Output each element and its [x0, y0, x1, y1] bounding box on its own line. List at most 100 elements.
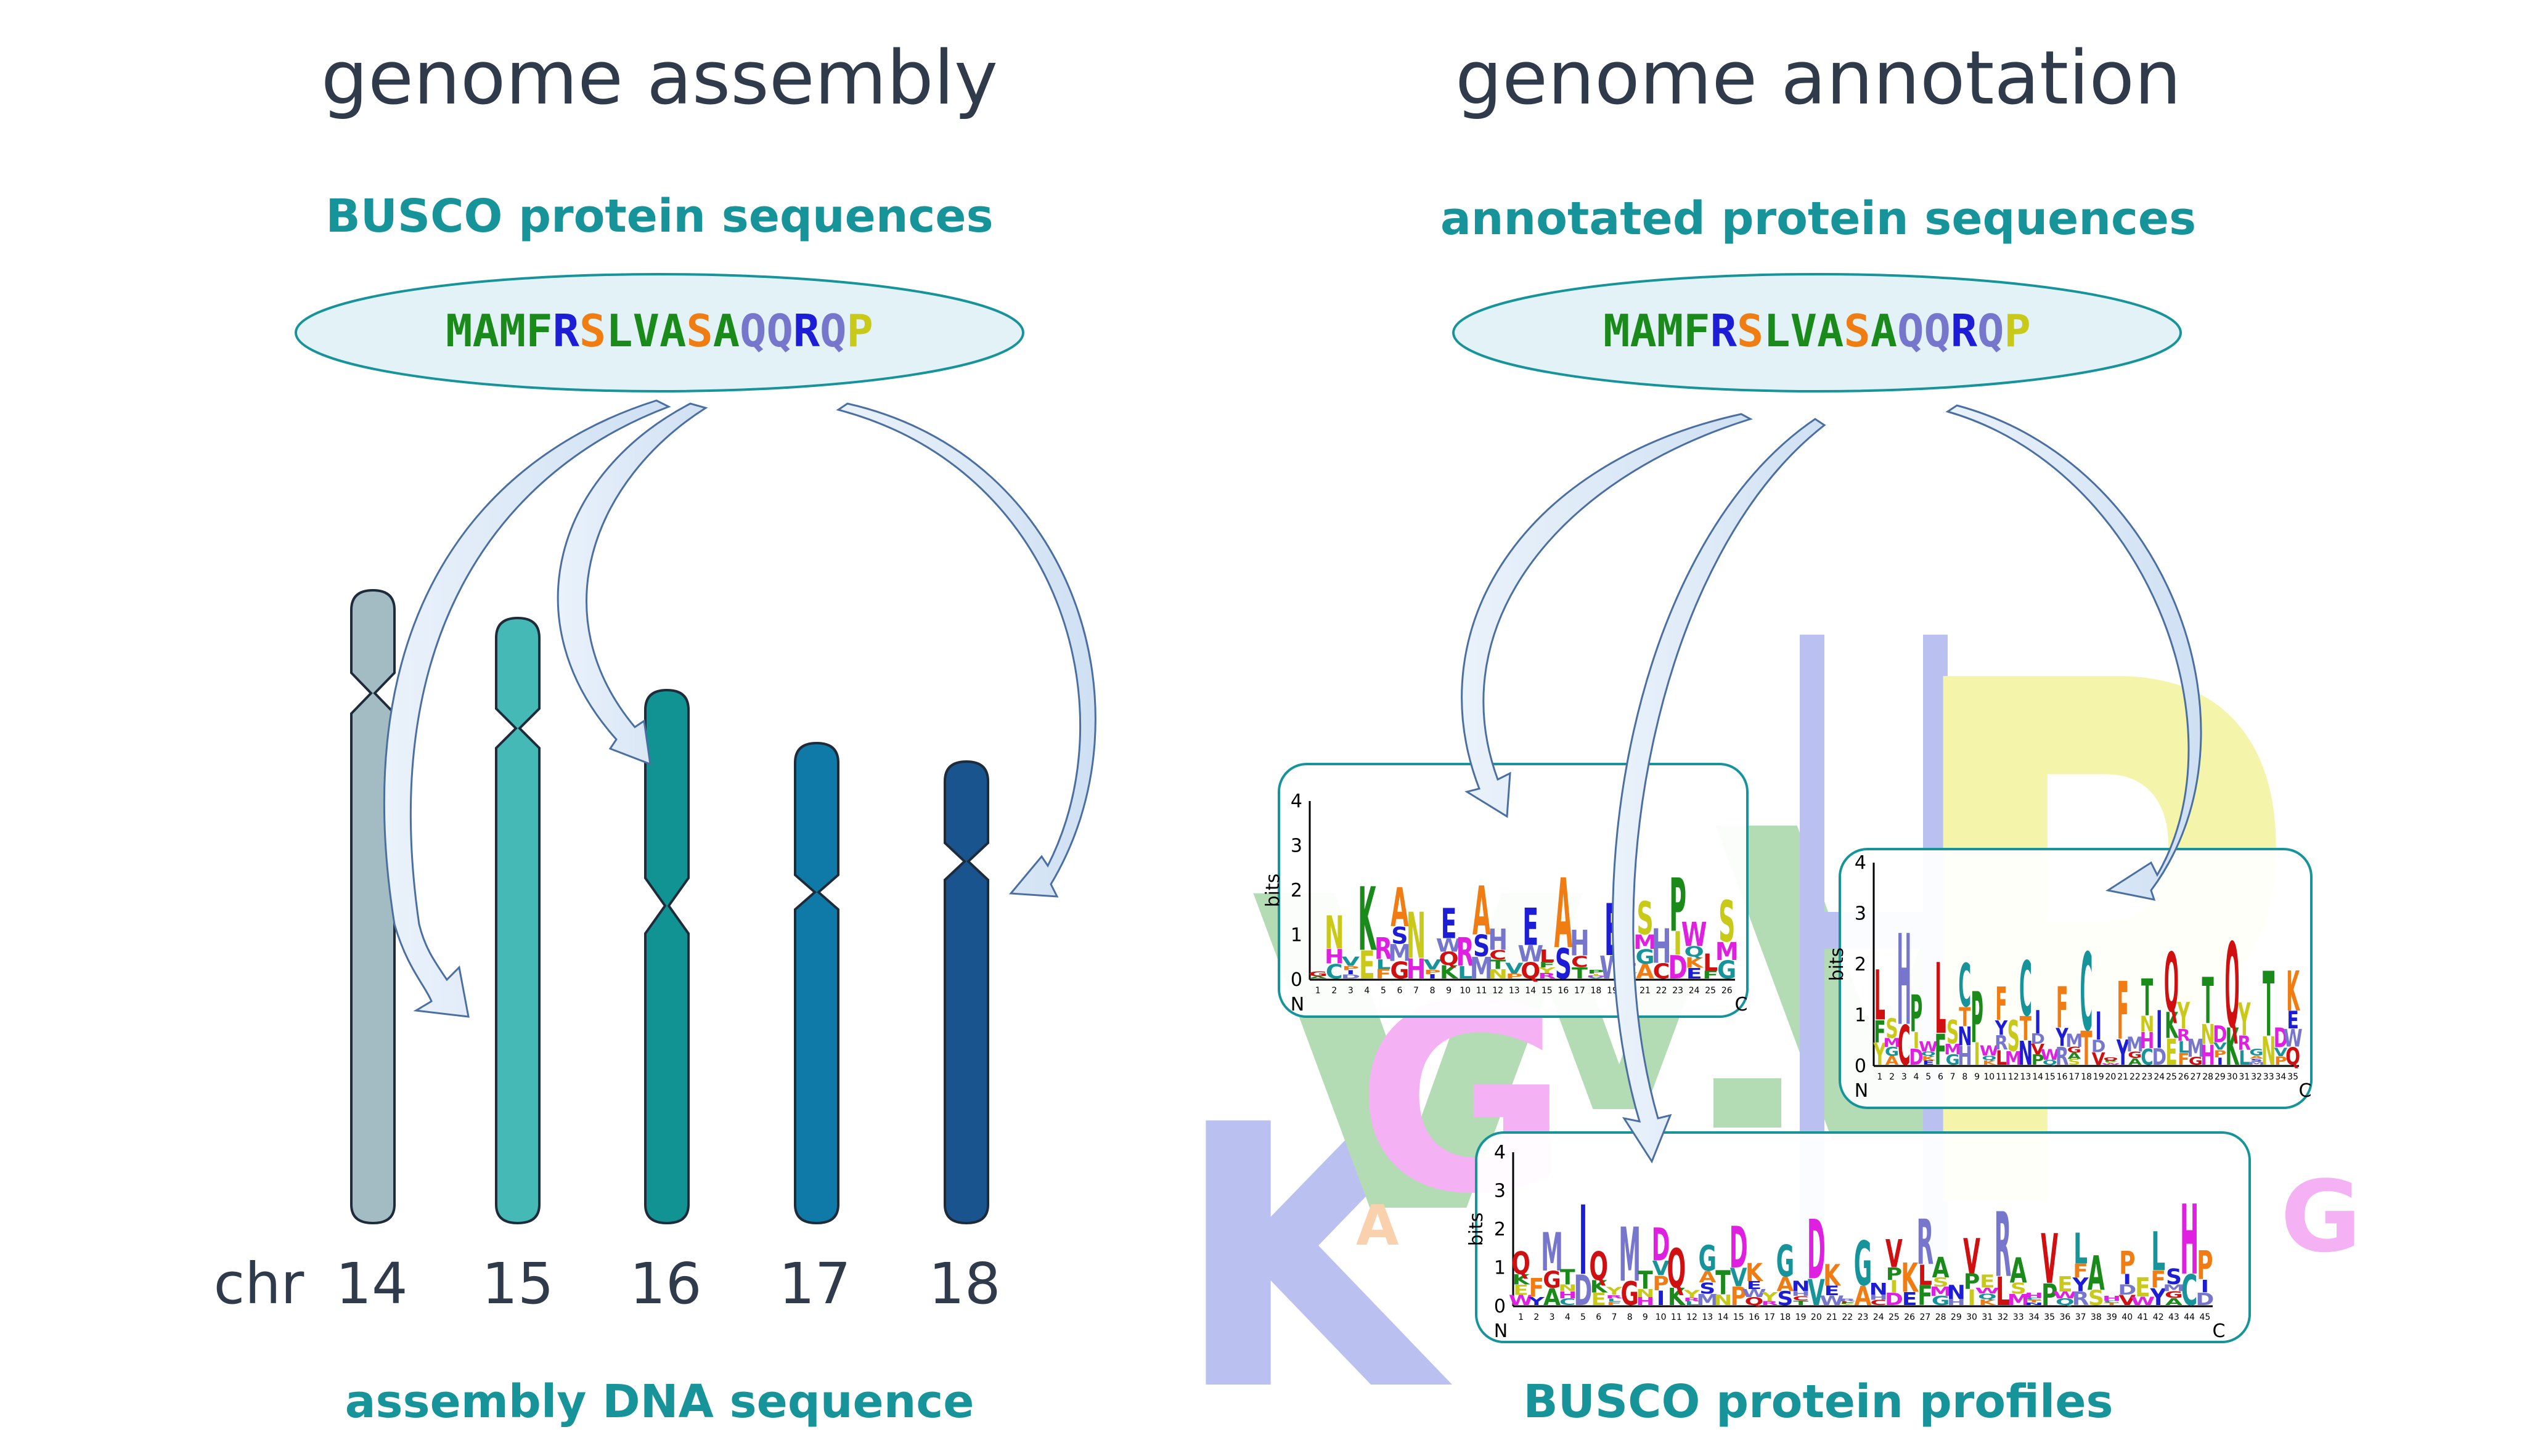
- logo-letter-mark: N: [1792, 1279, 1810, 1295]
- logo-letter-mark: I: [2217, 1056, 2223, 1067]
- logo-letter-mark: R: [1839, 1298, 1856, 1303]
- logo-position-tick: 11: [1996, 1072, 2007, 1082]
- logo-letter-mark: A: [1855, 1281, 1872, 1312]
- logo-letter-mark: E: [1441, 900, 1457, 948]
- logo-letter-mark: I: [2156, 1000, 2162, 1060]
- logo-panel-2: [1839, 848, 2313, 1109]
- logo-letter-mark: H: [2180, 1184, 2199, 1296]
- arrow-seq-to-chr18: [836, 402, 1096, 898]
- logo-position-tick: 15: [1541, 986, 1553, 996]
- logo-letter-mark: K: [1668, 1283, 1686, 1311]
- logo-letter-mark: R: [1374, 932, 1392, 966]
- logo-letter-mark: E: [2057, 1273, 2073, 1297]
- sequence-residue: R: [793, 305, 820, 357]
- logo-letter-mark: S: [1933, 1275, 1949, 1290]
- logo-letter-mark: N: [1636, 1287, 1654, 1300]
- annotated-protein-sequences-label: annotated protein sequences: [1440, 192, 2197, 245]
- logo-n-label: N: [1291, 994, 1304, 1015]
- logo-letter-mark: L: [1996, 1047, 2007, 1070]
- sequence-residue: R: [553, 305, 580, 357]
- logo-letter-mark: Y: [1538, 966, 1556, 975]
- logo-position-tick: 41: [2138, 1312, 2149, 1322]
- logo-letter-mark: P: [2274, 1054, 2287, 1068]
- logo-position-tick: 25: [1889, 1312, 1900, 1322]
- logo-letter-mark: W: [1517, 941, 1543, 967]
- logo-letter-mark: H: [1869, 1293, 1888, 1301]
- logo-position-tick: 30: [2227, 1072, 2238, 1082]
- logo-letter-mark: F: [2073, 1260, 2088, 1282]
- logo-letter-mark: A: [2067, 1052, 2081, 1061]
- logo-letter-mark: M: [2065, 1030, 2083, 1051]
- chr-17-label: 17: [778, 1251, 851, 1317]
- logo-letter-mark: Q: [2043, 1059, 2057, 1067]
- logo-letter-mark: V: [2031, 1042, 2044, 1059]
- logo-position-tick: 9: [1643, 1312, 1648, 1322]
- sequence-residue: M: [499, 305, 526, 357]
- logo-position-tick: 13: [2020, 1072, 2031, 1082]
- sequence-residue: Q: [766, 305, 793, 357]
- logo-position-tick: 11: [1476, 986, 1487, 996]
- logo-letter-mark: A: [1636, 961, 1654, 983]
- logo-letter-mark: M: [1944, 1041, 1961, 1058]
- logo-letter-mark: Y: [2177, 994, 2191, 1037]
- logo-letter-mark: Q: [1521, 958, 1540, 984]
- logo-position-tick: 15: [2044, 1072, 2056, 1082]
- logo-letter-mark: P: [1652, 1272, 1668, 1296]
- logo-position-tick: 20: [2105, 1072, 2117, 1082]
- logo-position-tick: 12: [2008, 1072, 2019, 1082]
- logo-letter-mark: G: [1620, 1275, 1639, 1313]
- logo-position-tick: 39: [2106, 1312, 2117, 1322]
- logo-letter-mark: G: [1932, 1293, 1950, 1308]
- logo-letter-mark: R: [2056, 1043, 2069, 1071]
- logo-position-tick: 18: [1779, 1312, 1791, 1322]
- logo-letter-mark: A: [1390, 877, 1409, 939]
- logo-letter-mark: W: [1681, 915, 1707, 953]
- logo-letter-mark: Q: [1684, 944, 1704, 961]
- logo-position-tick: 28: [1935, 1312, 1946, 1322]
- logo-position-tick: 3: [1901, 1072, 1907, 1082]
- logo-letter-mark: P: [2031, 1052, 2044, 1069]
- right-sequence-ellipse: [1452, 273, 2182, 392]
- sequence-residue: A: [472, 305, 499, 357]
- logo-letter-mark: F: [1702, 969, 1718, 981]
- logo-position-tick: 13: [1509, 986, 1520, 996]
- logo-position-tick: 38: [2091, 1312, 2102, 1322]
- logo-letter-mark: G: [1543, 1266, 1561, 1293]
- logo-letter-mark: I: [1967, 1286, 1975, 1311]
- logo-letter-mark: A: [1554, 858, 1572, 970]
- logo-position-tick: 7: [1413, 986, 1419, 996]
- logo-letter-mark: T: [1572, 964, 1588, 983]
- logo-position-tick: 44: [2184, 1312, 2195, 1322]
- logo-letter-mark: T: [1490, 958, 1506, 972]
- logo-letter-mark: Y: [1683, 1288, 1701, 1301]
- sequence-residue: V: [1791, 305, 1817, 357]
- sequence-residue: S: [1737, 305, 1763, 357]
- logo-letter-mark: N: [1958, 1022, 1972, 1052]
- logo-letter-mark: P: [1669, 863, 1686, 948]
- logo-position-tick: 23: [2142, 1072, 2153, 1082]
- sequence-residue: S: [686, 305, 713, 357]
- logo-letter-mark: I: [1974, 1037, 1980, 1073]
- logo-position-tick: 8: [1962, 1072, 1967, 1082]
- logo-letter-mark: N: [1713, 1292, 1732, 1309]
- logo-letter-mark: F: [1995, 978, 2007, 1031]
- logo-letter-mark: E: [2135, 1272, 2150, 1303]
- logo-position-tick: 25: [2166, 1072, 2177, 1082]
- logo-letter-mark: A: [2088, 1246, 2105, 1301]
- logo-letter-mark: F: [1539, 961, 1555, 969]
- logo-letter-mark: F: [1375, 967, 1391, 982]
- logo-letter-mark: V: [1808, 1272, 1825, 1314]
- chr-prefix-label: chr: [213, 1251, 304, 1317]
- logo-letter-mark: K: [1358, 870, 1377, 971]
- logo-letter-mark: P: [1424, 969, 1441, 975]
- logo-letter-mark: S: [2166, 1264, 2182, 1289]
- logo-letter-mark: H: [2200, 1039, 2215, 1072]
- logo-letter-mark: V: [1652, 1258, 1670, 1281]
- logo-letter-mark: I: [2123, 1272, 2131, 1288]
- logo-letter-mark: N: [1869, 1280, 1888, 1299]
- logo-letter-mark: Q: [1921, 1051, 1936, 1057]
- logo-letter-mark: M: [2248, 1061, 2265, 1066]
- chromosome-16: [644, 688, 690, 1225]
- logo-letter-mark: Y: [2116, 1033, 2129, 1073]
- sequence-residue: R: [1710, 305, 1737, 357]
